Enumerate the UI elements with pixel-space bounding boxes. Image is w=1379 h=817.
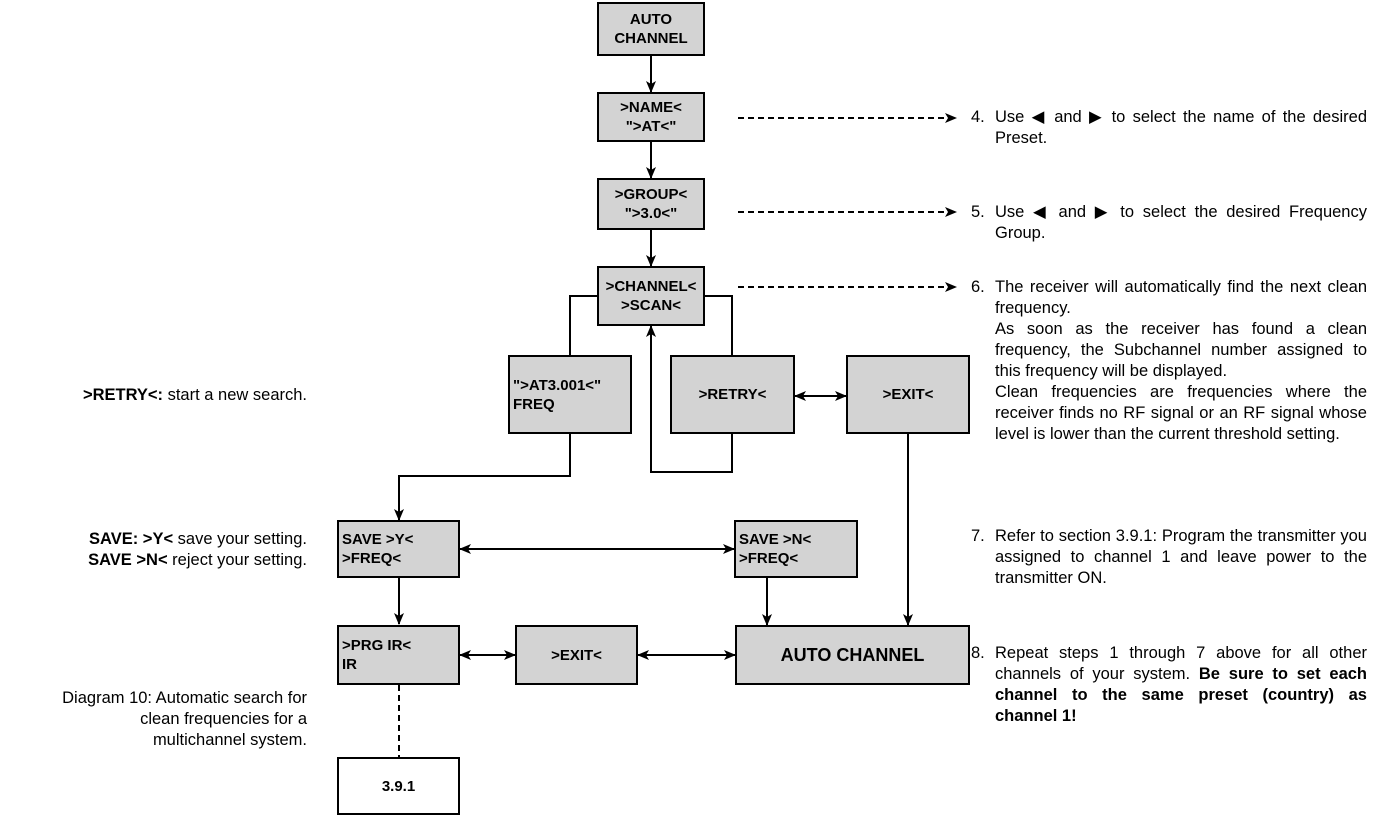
line-channel-to-freq (569, 295, 597, 355)
box-prg-ir: >PRG IR< IR (337, 625, 460, 685)
diagram-caption: Diagram 10: Automatic search for clean f… (62, 689, 307, 749)
note-retry: >RETRY<: start a new search. (82, 386, 307, 404)
box-section-ref: 3.9.1 (337, 757, 460, 815)
box-save-y: SAVE >Y< >FREQ< (337, 520, 460, 578)
box-auto-channel-top: AUTO CHANNEL (597, 2, 705, 56)
note-save-n: SAVE >N< reject your setting. (88, 551, 307, 569)
step-7: 7. Refer to section 3.9.1: Program the t… (971, 527, 1367, 587)
box-exit-top: >EXIT< (846, 355, 970, 434)
box-at-freq: ">AT3.001<" FREQ (508, 355, 632, 434)
box-group: >GROUP< ">3.0<" (597, 178, 705, 230)
note-save-y: SAVE: >Y< save your setting. (89, 530, 307, 548)
step-6: 6. The receiver will automatically find … (971, 278, 1367, 443)
box-channel-scan: >CHANNEL< >SCAN< (597, 266, 705, 326)
box-name: >NAME< ">AT<" (597, 92, 705, 142)
box-exit-bottom: >EXIT< (515, 625, 638, 685)
step-8: 8. Repeat steps 1 through 7 above for al… (971, 644, 1367, 725)
step-5: 5. Use ◀ and ▶ to select the desired Fre… (971, 203, 1367, 242)
box-retry: >RETRY< (670, 355, 795, 434)
arrow-freq-to-save-y (394, 434, 571, 521)
line-channel-to-retry (705, 295, 733, 355)
arrow-retry-loop (646, 325, 733, 473)
step-4: 4. Use ◀ and ▶ to select the name of the… (971, 108, 1367, 147)
box-auto-channel-bottom: AUTO CHANNEL (735, 625, 970, 685)
box-save-n: SAVE >N< >FREQ< (734, 520, 858, 578)
